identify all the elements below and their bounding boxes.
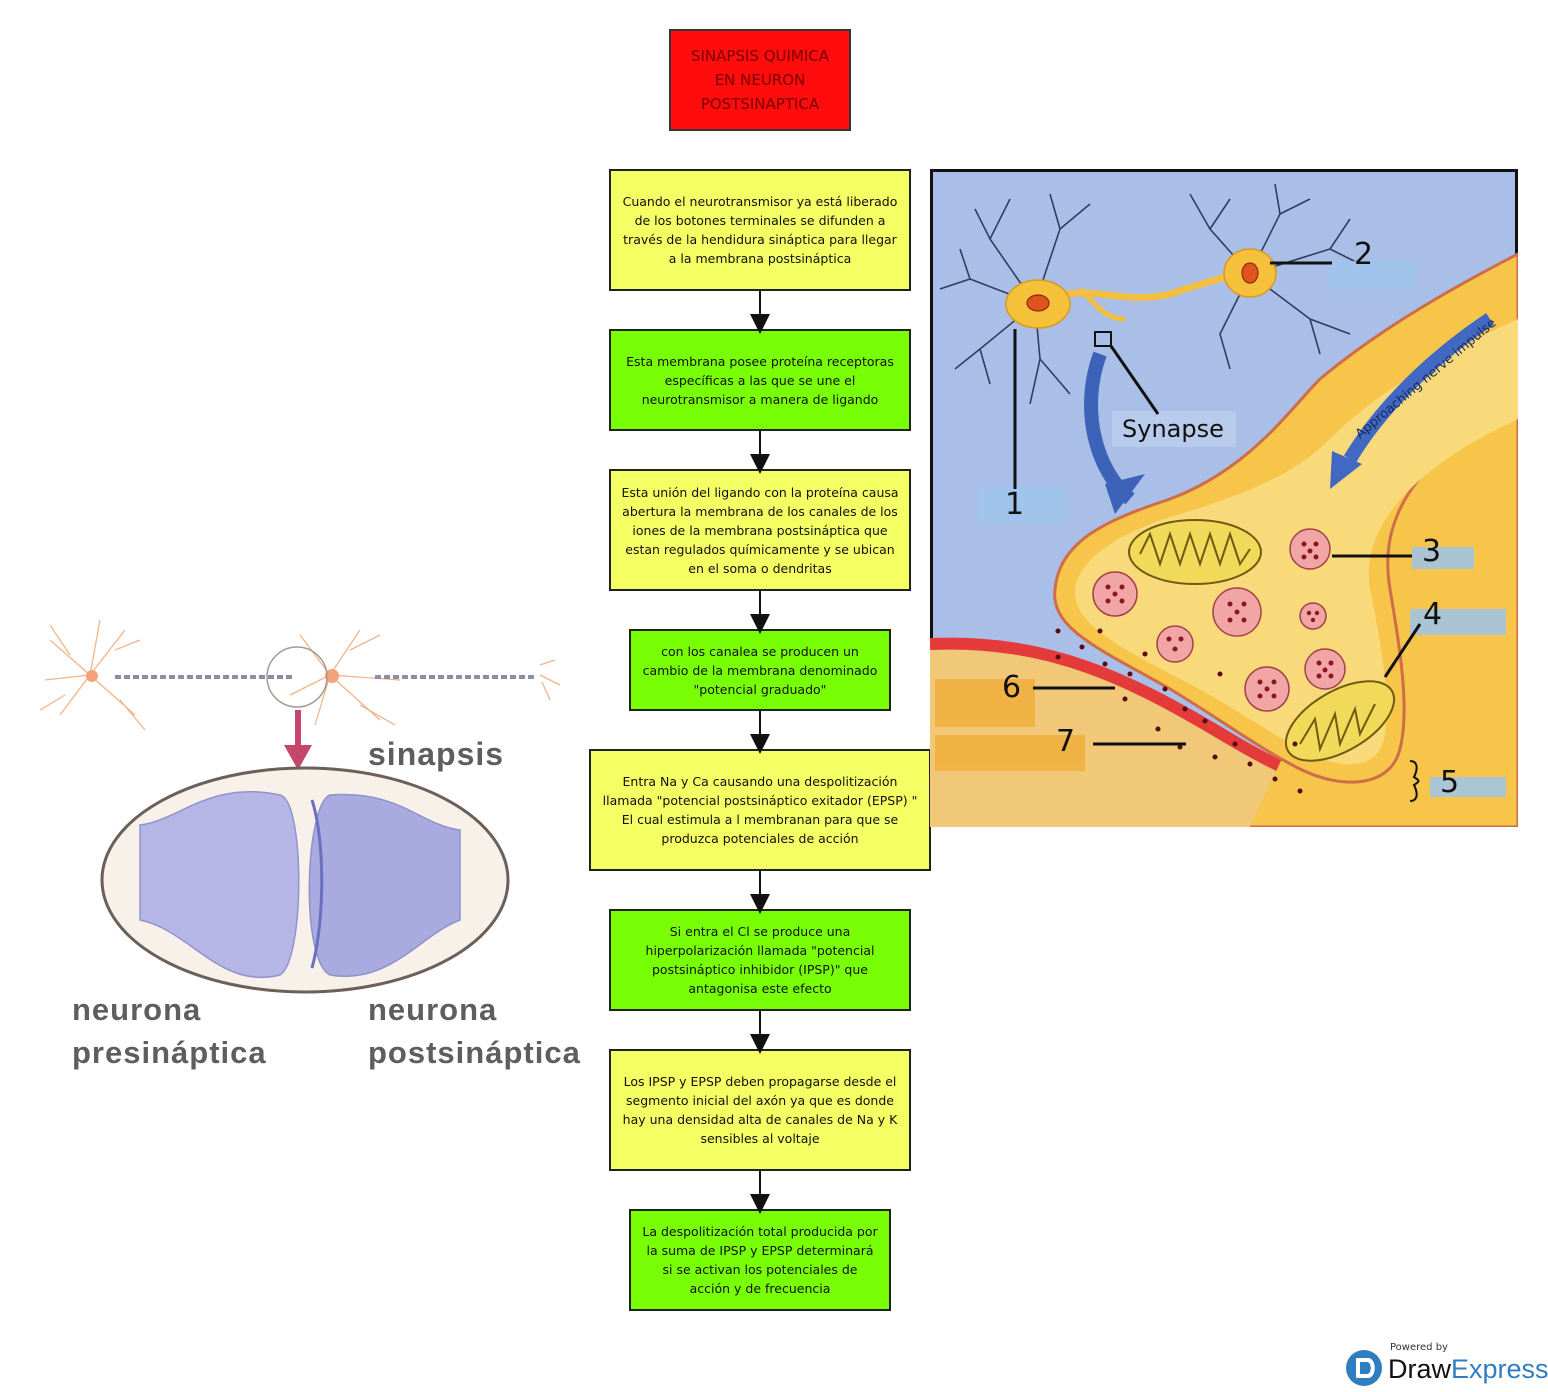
brand-draw-text: Draw [1388, 1354, 1452, 1384]
zoom-circle [266, 646, 328, 708]
number-6: 6 [1002, 670, 1021, 705]
impulse-arrow-icon [1343, 313, 1494, 463]
presynaptic-terminal [139, 790, 300, 978]
label-presynaptic-line2: presináptica [72, 1035, 267, 1070]
neuron-body-1 [86, 670, 98, 682]
mitochondrion-2 [1284, 680, 1396, 762]
synapse-label-box [1112, 411, 1236, 447]
title-text: SINAPSIS QUIMICA EN NEURON POSTSINAPTICA [690, 47, 830, 113]
step-3-box: Esta unión del ligando con la proteína c… [609, 469, 911, 591]
powered-by-text: Powered by [1390, 1342, 1448, 1353]
synapse-detail-diagram: Approaching nerve impulse Synapse 1 2 3 … [930, 169, 1518, 827]
label-postsynaptic-line1: neurona [368, 992, 498, 1027]
step-4-text: con los canalea se producen un cambio de… [642, 643, 878, 697]
label-sinapsis: sinapsis [368, 736, 505, 772]
vesicle-contents [1105, 541, 1334, 699]
step-6-box: Si entra el Cl se produce una hiperpolar… [609, 909, 911, 1011]
number-2: 2 [1354, 237, 1373, 272]
step-8-text: La despolitización total producida por l… [642, 1224, 878, 1296]
label-postsynaptic-line2: postsináptica [368, 1035, 581, 1070]
postsynaptic-terminal [308, 793, 461, 978]
synapse-label: Synapse [1122, 415, 1224, 443]
neuron-dendrites-icon [39, 619, 561, 731]
neurotransmitter-dots [1055, 628, 1303, 794]
dendrites-icon [939, 183, 1361, 405]
number-7: 7 [1056, 724, 1075, 759]
step-6-text: Si entra el Cl se produce una hiperpolar… [645, 924, 875, 996]
step-5-box: Entra Na y Ca causando una despolitizaci… [589, 749, 931, 871]
synaptic-cleft [310, 799, 324, 969]
synapse-illustration [39, 619, 561, 994]
step-4-box: con los canalea se producen un cambio de… [629, 629, 891, 711]
step-3-text: Esta unión del ligando con la proteína c… [621, 484, 899, 576]
step-2-text: Esta membrana posee proteína receptoras … [626, 353, 894, 407]
step-5-text: Entra Na y Ca causando una despolitizaci… [602, 774, 918, 846]
number-3: 3 [1422, 534, 1441, 569]
neuron-body-2 [325, 669, 339, 683]
number-5: 5 [1440, 765, 1459, 800]
brand-express-text: Express [1451, 1354, 1548, 1384]
number-1: 1 [1005, 487, 1024, 522]
step-2-box: Esta membrana posee proteína receptoras … [609, 329, 911, 431]
step-1-box: Cuando el neurotransmisor ya está libera… [609, 169, 911, 291]
title-box: SINAPSIS QUIMICA EN NEURON POSTSINAPTICA [669, 29, 851, 131]
step-8-box: La despolitización total producida por l… [629, 1209, 891, 1311]
drawexpress-branding: Powered by DrawExpress [1344, 1342, 1548, 1388]
step-1-text: Cuando el neurotransmisor ya está libera… [622, 194, 898, 266]
leader-lines [1013, 261, 1422, 802]
step-7-text: Los IPSP y EPSP deben propagarse desde e… [622, 1074, 898, 1146]
label-placeholders [978, 261, 1506, 797]
label-presynaptic-line1: neurona [72, 992, 202, 1027]
number-4: 4 [1423, 597, 1442, 632]
